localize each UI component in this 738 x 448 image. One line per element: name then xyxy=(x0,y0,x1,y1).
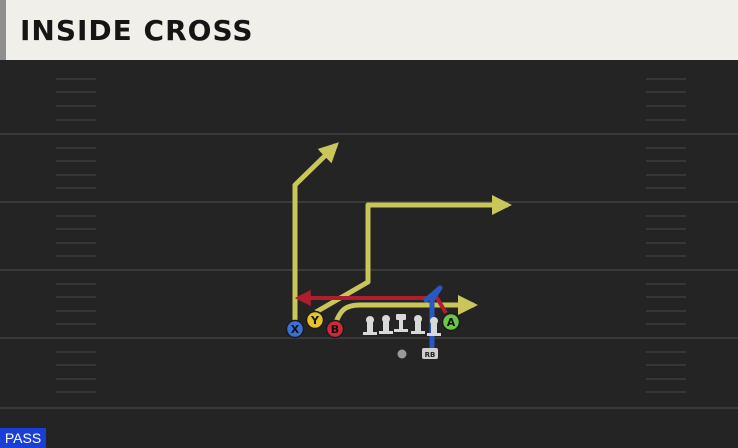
svg-text:B: B xyxy=(331,323,339,336)
play-diagram: RB X Y B A xyxy=(0,78,738,409)
play-header: INSIDE CROSS xyxy=(0,0,738,60)
running-back-marker: RB xyxy=(422,348,438,359)
route-a-cross xyxy=(294,290,448,315)
route-b-drag xyxy=(333,295,478,323)
svg-text:Y: Y xyxy=(310,314,320,327)
lineman-left-guard xyxy=(379,315,393,334)
lineman-right-tackle xyxy=(427,317,441,336)
offensive-line xyxy=(363,314,441,336)
x-button-icon: X xyxy=(285,319,305,339)
quarterback-marker xyxy=(397,349,407,359)
play-title: INSIDE CROSS xyxy=(20,14,254,47)
lineman-center xyxy=(394,314,408,332)
lineman-left-tackle xyxy=(363,316,377,335)
route-y-out xyxy=(314,195,512,315)
y-button-icon: Y xyxy=(305,310,325,330)
a-button-icon: A xyxy=(441,312,461,332)
play-field: RB X Y B A xyxy=(0,60,738,448)
header-accent xyxy=(0,0,6,60)
lineman-right-guard xyxy=(411,315,425,334)
svg-text:A: A xyxy=(447,316,456,329)
play-type-badge: PASS xyxy=(0,428,46,448)
route-x-corner xyxy=(292,142,339,320)
rb-label: RB xyxy=(425,351,436,359)
hash-marks xyxy=(56,78,686,393)
svg-text:X: X xyxy=(291,323,300,336)
b-button-icon: B xyxy=(325,319,345,339)
